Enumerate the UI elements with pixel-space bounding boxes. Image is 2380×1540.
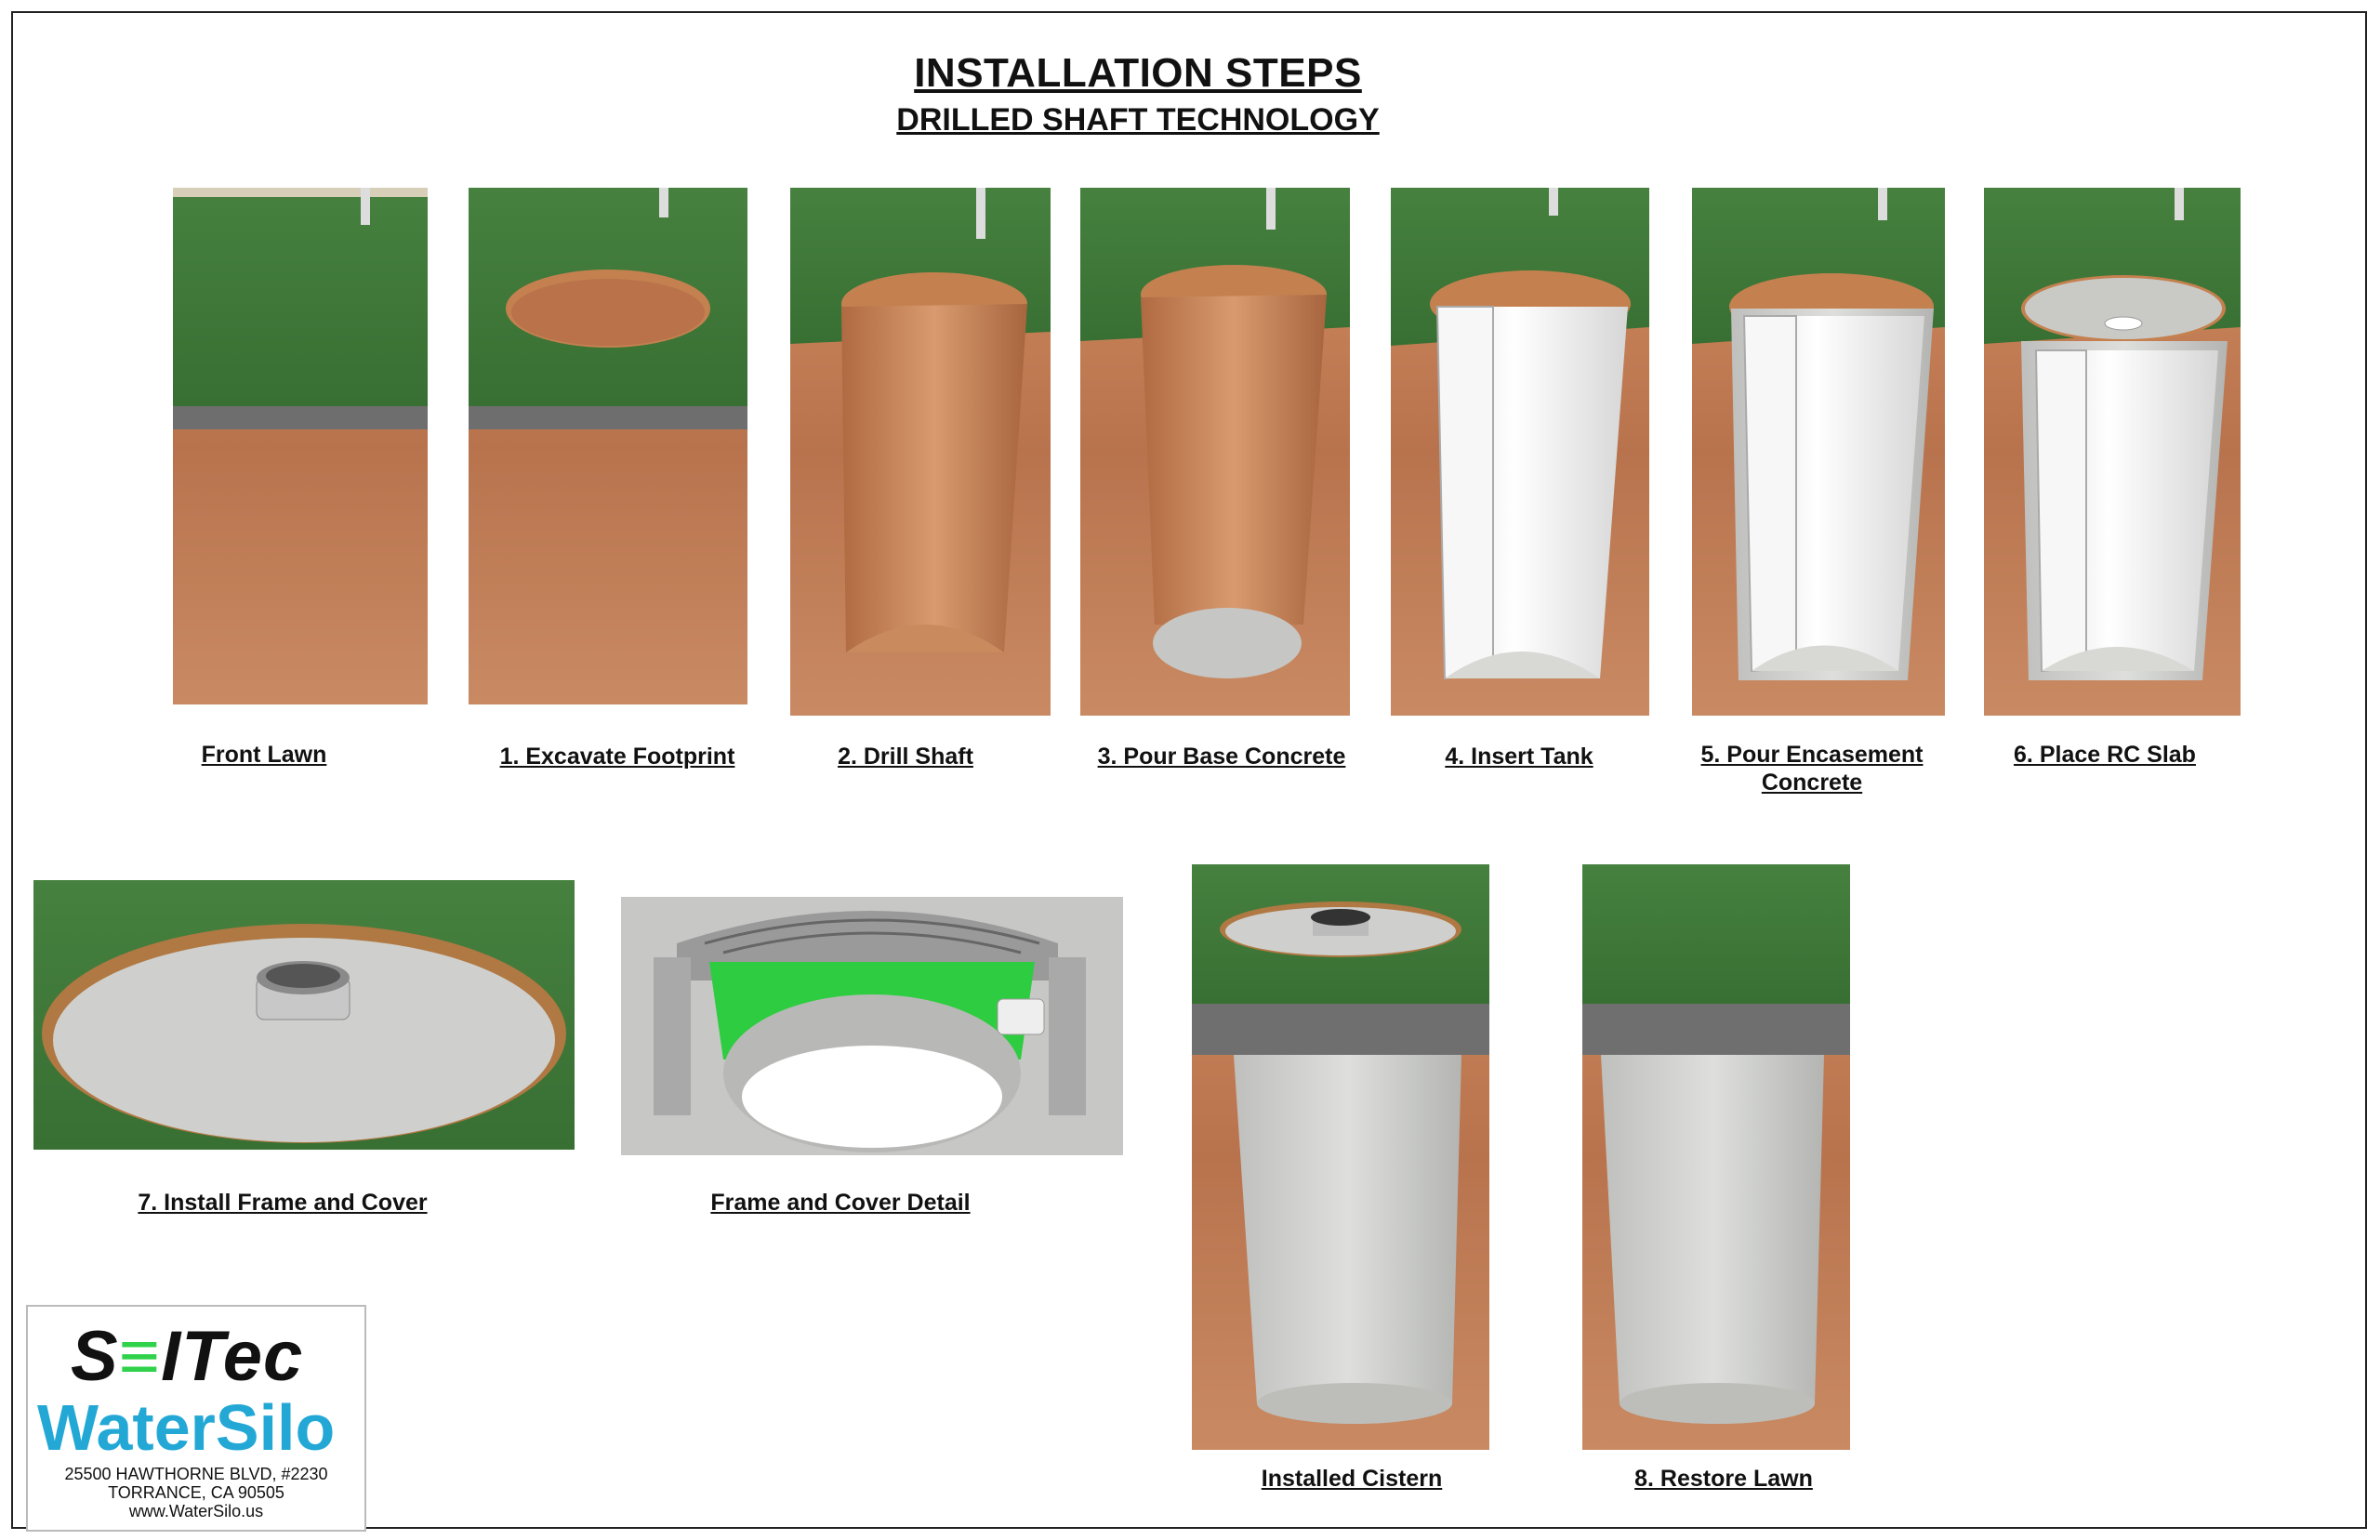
title-block: INSTALLATION STEPS DRILLED SHAFT TECHNOL… (13, 50, 2263, 138)
step-image-frame (33, 880, 575, 1150)
logo-e-mark: ≡ (118, 1317, 162, 1396)
logo-text-s: S (71, 1317, 119, 1396)
step-image-encase (1692, 188, 1945, 716)
drawing-sheet: INSTALLATION STEPS DRILLED SHAFT TECHNOL… (11, 11, 2367, 1532)
step-image-excavate (469, 188, 747, 704)
step-image-installed (1192, 864, 1489, 1450)
step-image-insert (1391, 188, 1649, 716)
address-line-1: 25500 HAWTHORNE BLVD, #2230 (64, 1465, 328, 1483)
page-title: INSTALLATION STEPS (914, 50, 1362, 96)
caption-base: 3. Pour Base Concrete (1097, 744, 1346, 770)
caption-frame: 7. Install Frame and Cover (138, 1190, 428, 1216)
watersilo-logo: WaterSilo (37, 1391, 336, 1464)
step-image-base (1080, 188, 1350, 716)
seltec-logo: S≡ITec (71, 1316, 303, 1397)
step-image-front-lawn (173, 188, 428, 704)
company-address: 25500 HAWTHORNE BLVD, #2230 TORRANCE, CA… (28, 1465, 364, 1520)
caption-restore: 8. Restore Lawn (1634, 1466, 1813, 1492)
caption-encase: 5. Pour Encasement Concrete (1700, 742, 1924, 796)
caption-slab: 6. Place RC Slab (2014, 742, 2196, 768)
caption-installed: Installed Cistern (1261, 1466, 1443, 1492)
step-image-slab (1984, 188, 2241, 716)
step-image-restore (1582, 864, 1850, 1450)
address-line-2: TORRANCE, CA 90505 (108, 1483, 284, 1502)
caption-excavate: 1. Excavate Footprint (499, 744, 735, 770)
caption-front-lawn: Front Lawn (201, 742, 327, 768)
step-image-drill (790, 188, 1051, 716)
caption-drill: 2. Drill Shaft (838, 744, 973, 770)
caption-detail: Frame and Cover Detail (710, 1190, 971, 1216)
company-logo-block: S≡ITec WaterSilo 25500 HAWTHORNE BLVD, #… (26, 1305, 366, 1532)
caption-insert: 4. Insert Tank (1445, 744, 1593, 770)
website: www.WaterSilo.us (128, 1502, 264, 1520)
page-subtitle: DRILLED SHAFT TECHNOLOGY (896, 102, 1380, 138)
logo-text-itec: ITec (161, 1317, 304, 1396)
step-image-detail (621, 897, 1123, 1155)
